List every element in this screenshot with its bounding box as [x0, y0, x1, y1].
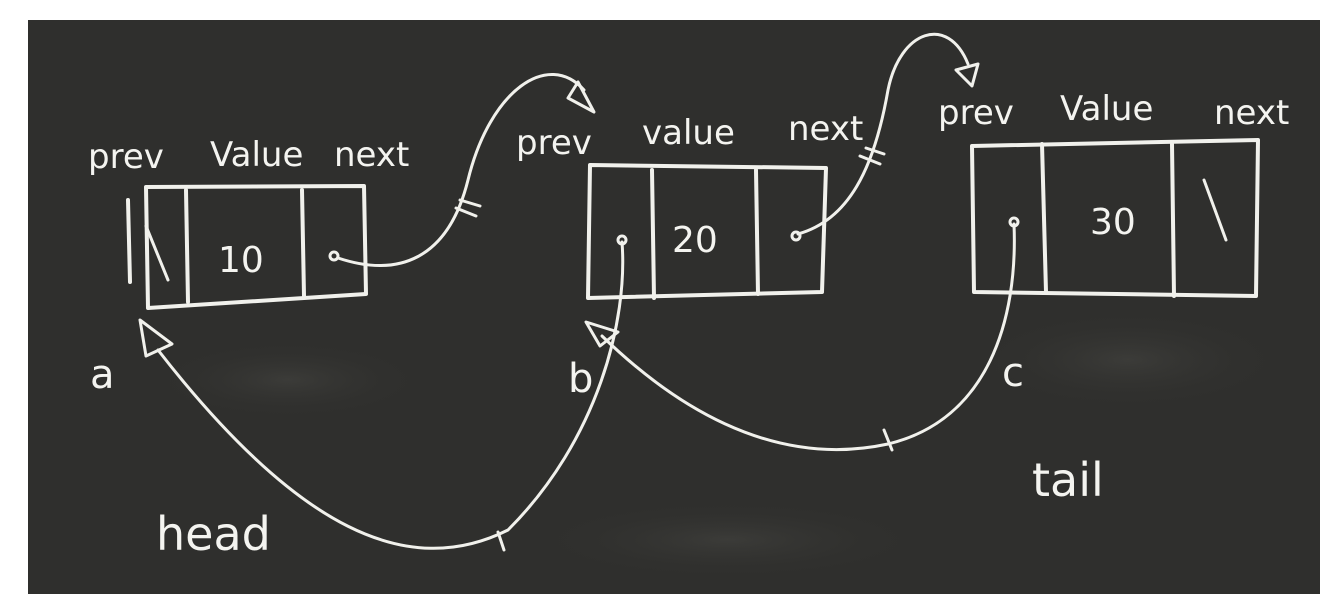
node-b-value-label: value	[642, 113, 735, 153]
node-b-value: 20	[672, 220, 718, 261]
node-c: prev Value next 30 c	[938, 89, 1289, 396]
chalkboard: prev Value next 10 a prev value next	[28, 20, 1320, 594]
node-c-next-null-slash	[1202, 178, 1228, 242]
chalk-smudge	[968, 310, 1288, 410]
node-b-prev-label: prev	[516, 123, 592, 163]
node-c-box	[970, 138, 1260, 298]
tail-label: tail	[1032, 453, 1104, 507]
head-label: head	[156, 507, 271, 561]
node-a-prev-label: prev	[88, 137, 164, 177]
node-a: prev Value next 10 a	[88, 135, 409, 398]
link-b-next-to-c	[796, 32, 980, 236]
node-b-box	[586, 163, 828, 300]
node-a-value: 10	[218, 240, 264, 281]
node-b-next-pointer-dot	[790, 230, 802, 242]
node-a-next-pointer-dot	[328, 250, 340, 262]
link-a-next-to-b	[336, 73, 596, 267]
node-b-name: b	[568, 356, 593, 402]
node-a-name: a	[90, 352, 115, 398]
linked-list-diagram: prev Value next 10 a prev value next	[88, 32, 1289, 580]
chalk-smudge	[528, 500, 928, 580]
node-a-prev-null-slash	[144, 224, 170, 282]
node-b-next-label: next	[788, 109, 863, 149]
node-c-next-label: next	[1214, 93, 1289, 133]
chalk-smudge	[148, 340, 428, 420]
node-a-value-label: Value	[210, 135, 303, 175]
node-a-next-label: next	[334, 135, 409, 175]
node-b: prev value next 20 b	[516, 109, 863, 402]
node-c-value-label: Value	[1060, 89, 1153, 129]
node-a-box	[126, 184, 368, 310]
node-c-value: 30	[1090, 202, 1136, 243]
link-c-prev-to-b	[584, 222, 1016, 452]
node-c-name: c	[1002, 350, 1024, 396]
node-c-prev-label: prev	[938, 93, 1014, 133]
